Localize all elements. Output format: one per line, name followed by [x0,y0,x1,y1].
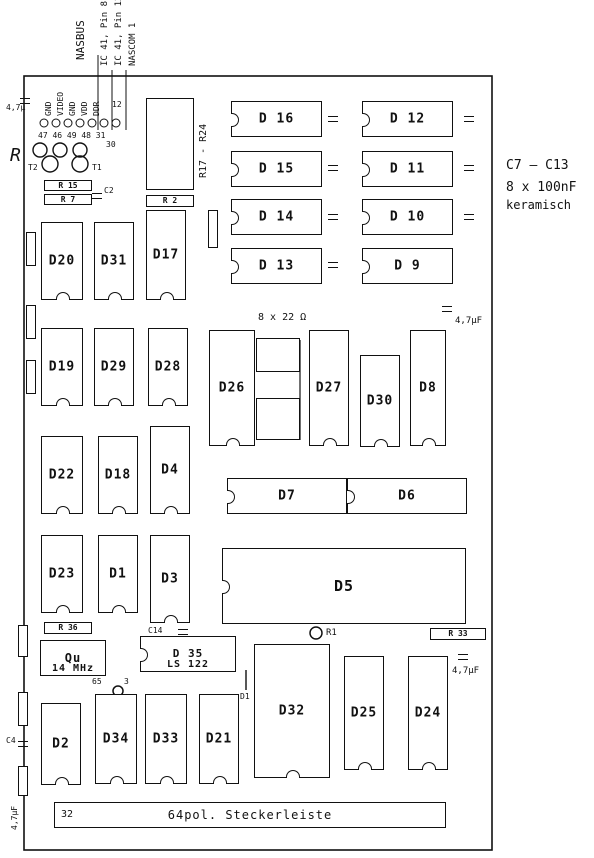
resistor-network-lower [256,398,300,440]
transistor-t1: T1 [92,163,102,172]
cap-c8 [464,113,474,125]
cap-c10 [464,162,474,174]
chip-d3: D3 [150,535,190,623]
c7-c13-value: 8 x 100nF [506,180,577,195]
resistor-left-5 [18,692,28,726]
connector-12-label: 12 [112,100,122,109]
resistor-array-label: R17 - R24 [198,123,209,178]
resistor-vertical-top [208,210,218,248]
chip-d24: D24 [408,656,448,770]
chip-d6: D6 [347,478,467,514]
chip-d10: D 10 [362,199,453,235]
resistor-r7: R 7 [44,194,92,205]
nasbus-label: NASBUS [74,20,87,60]
chip-d28: D28 [148,328,188,406]
resistor-left-2 [26,305,36,339]
point-65: 65 [92,677,102,686]
connector-pin-32: 32 [61,809,74,820]
cap-top-left [20,95,30,107]
network-label: 8 x 22 Ω [258,312,307,323]
resistor-left-4 [18,625,28,657]
chip-d32: D32 [254,644,330,778]
connector-label: 64pol. Steckerleiste [167,808,333,822]
connector-64pol: 32 64pol. Steckerleiste [54,802,446,828]
cap-c14 [178,626,188,638]
chip-d14: D 14 [231,199,322,235]
cap-c2 [92,190,102,202]
gnd-label-1: GND [44,101,53,116]
chip-d29: D29 [94,328,134,406]
vdd-label: VDD [80,101,89,116]
cap-c2-label: C2 [104,186,114,195]
chip-d8: D8 [410,330,446,446]
chip-d5: D5 [222,548,466,624]
resistor-left-1 [26,232,36,266]
chip-d16: D 16 [231,101,322,137]
chip-d27: D27 [309,330,349,446]
cap-c4-label: C4 [6,736,16,745]
nascom1-label: NASCOM 1 [128,22,138,66]
cap-right-47 [442,303,452,315]
chip-d30: D30 [360,355,400,447]
chip-d9: D 9 [362,248,453,284]
resistor-r15: R 15 [44,180,92,191]
resistor-r2: R 2 [146,195,194,207]
cap-c14-label: C14 [148,626,163,635]
connector-pin-numbers: 47 46 49 48 31 [38,131,106,140]
chip-d18: D18 [98,436,138,514]
resistor-array-r17-r24 [146,98,194,190]
chip-d15: D 15 [231,151,322,187]
resistor-left-6 [18,766,28,796]
chip-d21: D21 [199,694,239,784]
chip-d19: D19 [41,328,83,406]
gnd-label-2: GND [68,101,77,116]
cap-c4 [18,738,28,750]
resistor-r36: R 36 [44,622,92,634]
chip-d12: D 12 [362,101,453,137]
chip-d31: D31 [94,222,134,300]
r-mark: R [10,145,21,166]
cap-c11 [328,211,338,223]
chip-d2: D2 [41,703,81,785]
r1-label: R1 [326,628,337,638]
point-3: 3 [124,677,129,686]
chip-d4: D4 [150,426,190,514]
chip-d22: D22 [41,436,83,514]
ic41-pin12-label: IC 41, Pin 12 [114,0,124,66]
transistor-t2: T2 [28,163,38,172]
video-label: VIDEO [56,91,65,116]
diode-d1-label: D1 [240,692,250,701]
chip-d11: D 11 [362,151,453,187]
resistor-network-upper [256,338,300,372]
chip-d1: D1 [98,535,138,613]
pin-30-label: 30 [106,140,116,149]
cap-right-47-label: 4,7µF [455,316,483,326]
chip-d13: D 13 [231,248,322,284]
cap-c9 [328,162,338,174]
crystal-qu: Qu 14 MHz [40,640,106,676]
resistor-left-3 [26,360,36,394]
ic41-pin8-label: IC 41, Pin 8 [100,0,110,66]
chip-d7: D7 [227,478,347,514]
cap-c12 [464,211,474,223]
cap-lower-47 [458,651,468,663]
chip-d33: D33 [145,694,187,784]
c7-c13-label: C7 – C13 [506,158,569,173]
c7-c13-type: keramisch [506,198,572,212]
ddr-label: DDR [92,101,101,116]
chip-d25: D25 [344,656,384,770]
chip-d35: D 35 LS 122 [140,636,236,672]
cap-c13 [328,259,338,271]
chip-d20: D20 [41,222,83,300]
cap-bottom-47-label: 4,7µF [10,805,19,830]
chip-d17: D17 [146,210,186,300]
chip-d34: D34 [95,694,137,784]
cap-top-value: 4,7µ [6,103,26,112]
chip-d26: D26 [209,330,255,446]
chip-d23: D23 [41,535,83,613]
cap-c7 [328,113,338,125]
resistor-r33: R 33 [430,628,486,640]
cap-lower-47-label: 4,7µF [452,666,480,676]
